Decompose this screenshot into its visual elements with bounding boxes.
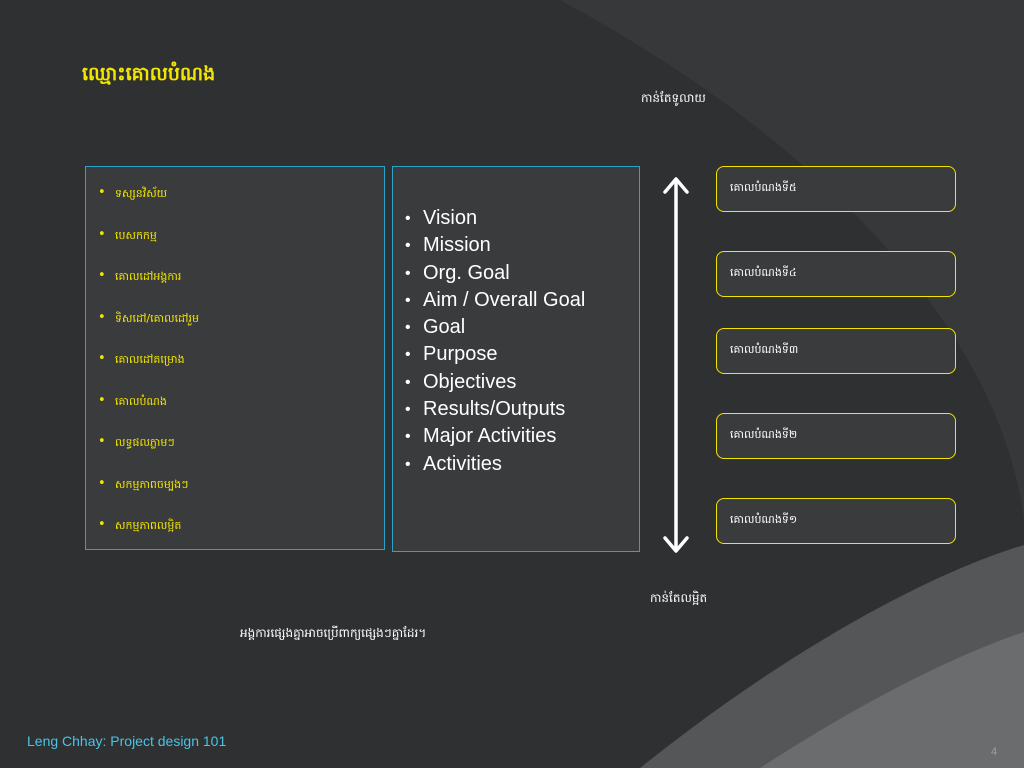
list-item: Results/Outputs (405, 396, 639, 424)
list-item: Goal (405, 314, 639, 342)
goal-level-1-box: គោលបំណងទី១ (716, 498, 956, 544)
list-item: Activities (405, 451, 639, 479)
english-terms-box: Vision Mission Org. Goal Aim / Overall G… (392, 166, 640, 552)
list-item: Purpose (405, 341, 639, 369)
khmer-terms-list: ទស្សនវិស័យ បេសកកម្ម គោលដៅអង្គការ ទិសដៅ/គ… (86, 167, 384, 561)
list-item: Vision (405, 205, 639, 233)
goal-level-5-box: គោលបំណងទី៥ (716, 166, 956, 212)
list-item: ទិសដៅ/គោលដៅរួម (98, 310, 384, 354)
list-item: លទ្ធផលភ្លាមៗ (98, 434, 384, 478)
slide-title: ឈ្មោះគោលបំណង (82, 63, 216, 85)
goal-level-2-box: គោលបំណងទី២ (716, 413, 956, 459)
list-item: គោលបំណង (98, 393, 384, 437)
list-item: គោលដៅអង្គការ (98, 268, 384, 312)
note-text: អង្គការផ្សេងគ្នាអាចប្រើពាក្យផ្សេងៗគ្នាដែ… (240, 626, 427, 640)
broader-label: កាន់តែទូលាយ (641, 91, 706, 105)
double-arrow-icon (663, 177, 689, 553)
list-item: គោលដៅគម្រោង (98, 351, 384, 395)
list-item: Objectives (405, 369, 639, 397)
page-number: 4 (991, 746, 998, 758)
list-item: ទស្សនវិស័យ (98, 185, 384, 229)
goal-level-3-box: គោលបំណងទី៣ (716, 328, 956, 374)
list-item: សកម្មភាពចម្បងៗ (98, 476, 384, 520)
detailed-label: កាន់តែលម្អិត (650, 591, 708, 605)
footer-credit: Leng Chhay: Project design 101 (27, 733, 227, 749)
list-item: Aim / Overall Goal (405, 287, 639, 315)
khmer-terms-box: ទស្សនវិស័យ បេសកកម្ម គោលដៅអង្គការ ទិសដៅ/គ… (85, 166, 385, 550)
list-item: Major Activities (405, 423, 639, 451)
list-item: Mission (405, 232, 639, 260)
list-item: បេសកកម្ម (98, 227, 384, 271)
list-item: សកម្មភាពលម្អិត (98, 517, 384, 561)
english-terms-list: Vision Mission Org. Goal Aim / Overall G… (393, 167, 639, 478)
goal-level-4-box: គោលបំណងទី៤ (716, 251, 956, 297)
list-item: Org. Goal (405, 260, 639, 288)
